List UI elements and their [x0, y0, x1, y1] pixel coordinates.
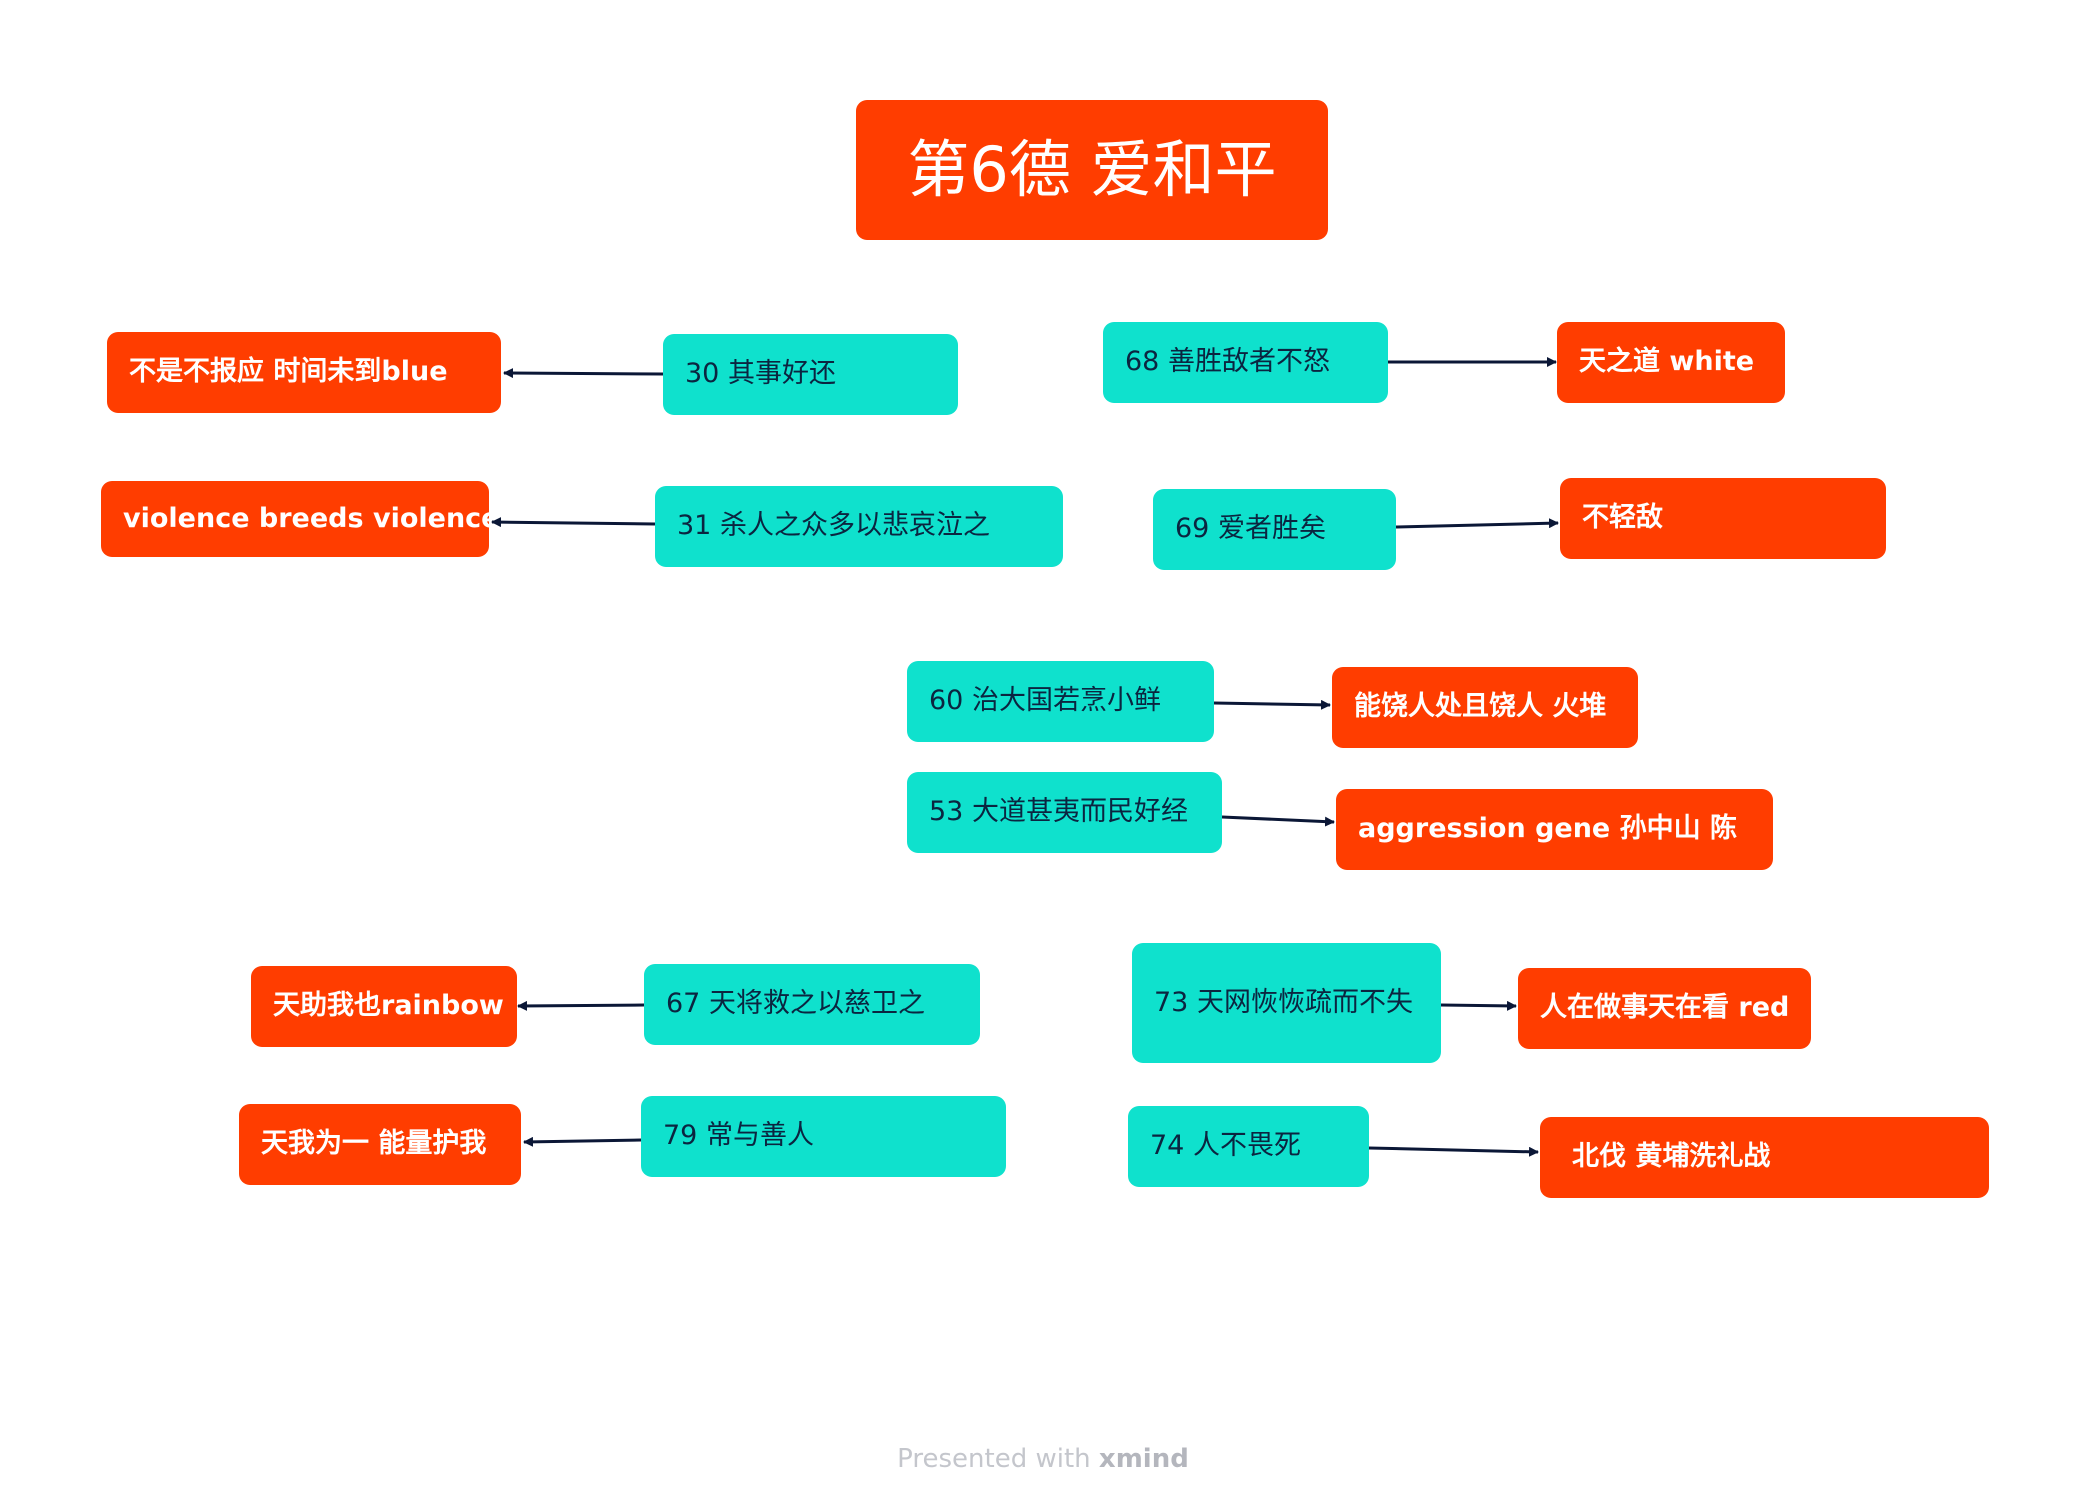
footer-prefix: Presented with [897, 1444, 1091, 1474]
topic-31[interactable]: 31 杀人之众多以悲哀泣之 [655, 486, 1063, 567]
connector-79-to-huwo [523, 1136, 642, 1147]
topic-beifa[interactable]: 北伐 黄埔洗礼战 [1540, 1117, 1989, 1198]
topic-aggression[interactable]: aggression gene 孙中山 陈 [1336, 789, 1773, 870]
topic-white[interactable]: 天之道 white [1557, 322, 1785, 403]
topic-violence[interactable]: violence breeds violence [101, 481, 489, 557]
footer-credit: Presented with xmind [0, 1444, 2086, 1474]
connector-73-to-red [1440, 1000, 1517, 1011]
connector-69-to-qingdi [1395, 518, 1559, 529]
topic-red[interactable]: 人在做事天在看 red [1518, 968, 1811, 1049]
topic-blue[interactable]: 不是不报应 时间未到blue [107, 332, 501, 413]
topic-rainbow[interactable]: 天助我也rainbow [251, 966, 517, 1047]
topic-69[interactable]: 69 爱者胜矣 [1153, 489, 1396, 570]
xmind-brand: xmind [1098, 1444, 1189, 1474]
topic-74[interactable]: 74 人不畏死 [1128, 1106, 1369, 1187]
topic-huodui[interactable]: 能饶人处且饶人 火堆 [1332, 667, 1638, 748]
connector-74-to-beifa [1368, 1146, 1539, 1157]
central-topic[interactable]: 第6德 爱和平 [856, 100, 1328, 240]
topic-68[interactable]: 68 善胜敌者不怒 [1103, 322, 1388, 403]
topic-73[interactable]: 73 天网恢恢疏而不失 [1132, 943, 1441, 1063]
connector-67-to-rainbow [517, 1000, 645, 1011]
topic-huwo[interactable]: 天我为一 能量护我 [239, 1104, 521, 1185]
topic-30[interactable]: 30 其事好还 [663, 334, 958, 415]
connector-31-to-violence [491, 517, 656, 528]
topic-60[interactable]: 60 治大国若烹小鲜 [907, 661, 1214, 742]
connector-53-to-aggression [1221, 815, 1335, 827]
topic-53[interactable]: 53 大道甚夷而民好经 [907, 772, 1222, 853]
topic-79[interactable]: 79 常与善人 [641, 1096, 1006, 1177]
connector-30-to-blue [503, 368, 664, 379]
topic-67[interactable]: 67 天将救之以慈卫之 [644, 964, 980, 1045]
topic-qingdi[interactable]: 不轻敌 [1560, 478, 1886, 559]
connector-60-to-huodui [1213, 699, 1331, 710]
